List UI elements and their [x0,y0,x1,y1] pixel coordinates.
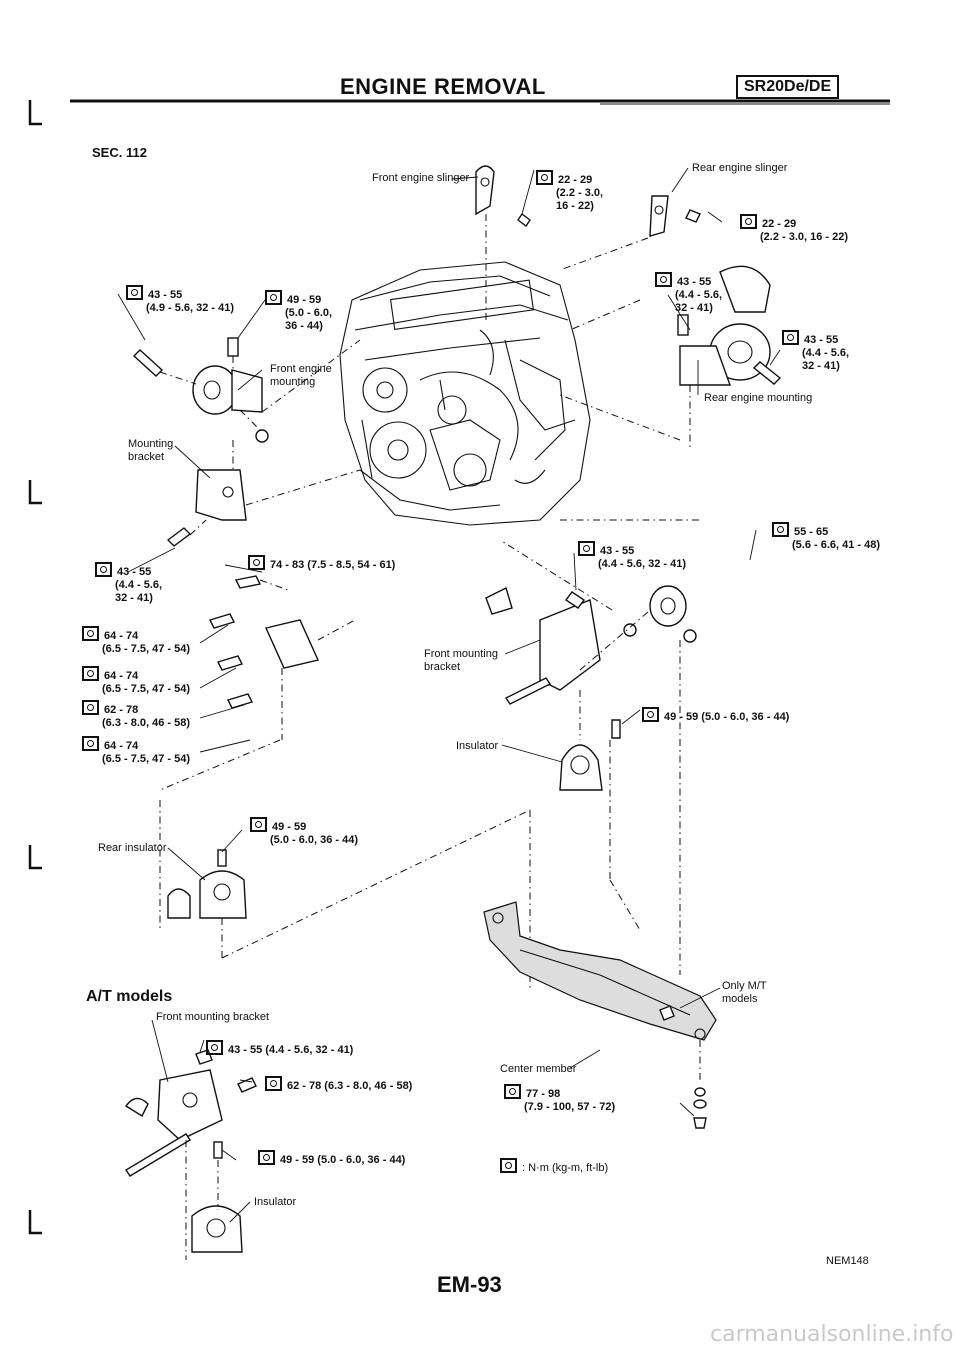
torque-callout: 77 - 98(7.9 - 100, 57 - 72) [504,1084,615,1114]
label-insulator-at: Insulator [254,1196,297,1208]
label-at-models: A/T models [86,988,173,1005]
page-number: EM-93 [437,1272,502,1297]
torque-wrench-icon [265,1076,282,1091]
torque-callout: 62 - 78(6.3 - 8.0, 46 - 58) [82,700,190,730]
page-title: ENGINE REMOVAL [340,74,546,99]
mt-bolt-stack [693,1087,707,1129]
label-insulator: Insulator [456,740,499,752]
torque-callout: 55 - 65(5.6 - 6.6, 41 - 48) [772,522,880,552]
torque-wrench-icon [126,285,143,300]
torque-wrench-icon [642,707,659,722]
torque-callout: 43 - 55 (4.4 - 5.6, 32 - 41) [206,1040,353,1057]
torque-wrench-icon [248,555,265,570]
torque-wrench-icon [500,1158,517,1173]
torque-wrench-icon [772,522,789,537]
engine-block [339,261,591,526]
torque-wrench-icon [82,666,99,681]
binder-marks [28,100,42,1235]
torque-wrench-icon [740,214,757,229]
torque-callout: 64 - 74(6.5 - 7.5, 47 - 54) [82,666,190,696]
torque-wrench-icon [95,562,112,577]
torque-legend: : N·m (kg-m, ft-lb) [500,1158,608,1175]
label-rear-engine-slinger: Rear engine slinger [692,162,788,174]
torque-wrench-icon [82,736,99,751]
leader-lines [117,167,781,1223]
label-front-mounting-bracket-at: Front mounting bracket [156,1011,270,1023]
front-engine-slinger [475,165,531,320]
torque-callout: 74 - 83 (7.5 - 8.5, 54 - 61) [248,555,395,572]
torque-wrench-icon [578,541,595,556]
torque-wrench-icon [82,700,99,715]
torque-callout: 43 - 55(4.4 - 5.6,32 - 41) [782,330,849,373]
torque-callout: 22 - 29(2.2 - 3.0, 16 - 22) [740,214,848,244]
label-rear-engine-mounting: Rear engine mounting [704,392,813,404]
torque-wrench-icon [782,330,799,345]
torque-callout: 43 - 55(4.4 - 5.6, 32 - 41) [578,541,686,571]
watermark: carmanualsonline.info [710,1322,954,1347]
torque-callout: 22 - 29(2.2 - 3.0,16 - 22) [536,170,603,213]
torque-callout: 43 - 55(4.4 - 5.6,32 - 41) [655,272,722,315]
at-bracket-stack [159,575,356,791]
torque-wrench-icon [536,170,553,185]
torque-wrench-icon [250,817,267,832]
label-front-engine-slinger: Front engine slinger [372,172,470,184]
torque-callout: 49 - 59 (5.0 - 6.0, 36 - 44) [642,707,789,724]
torque-wrench-icon [206,1040,223,1055]
engine-code-badge: SR20De/DE [736,75,840,99]
section-number: SEC. 112 [92,145,147,160]
torque-callout: 43 - 55(4.9 - 5.6, 32 - 41) [126,285,234,315]
front-engine-mounting [132,337,361,443]
torque-callout: 62 - 78 (6.3 - 8.0, 46 - 58) [265,1076,412,1093]
torque-callout: 49 - 59(5.0 - 6.0, 36 - 44) [250,817,358,847]
torque-wrench-icon [82,626,99,641]
center-member [483,879,717,1080]
torque-wrench-icon [504,1084,521,1099]
rear-insulator [159,800,531,959]
torque-callout: 64 - 74(6.5 - 7.5, 47 - 54) [82,736,190,766]
front-mounting-bracket [485,519,700,975]
torque-callout: 49 - 59 (5.0 - 6.0, 36 - 44) [258,1150,405,1167]
insulator-right [504,677,611,990]
figure-code: NEM148 [826,1255,869,1267]
torque-callout: 49 - 59(5.0 - 6.0,36 - 44) [265,290,332,333]
at-models-assembly [124,1049,257,1260]
mounting-bracket [166,440,361,547]
label-rear-insulator: Rear insulator [98,842,167,854]
torque-callout: 43 - 55(4.4 - 5.6,32 - 41) [95,562,162,605]
rear-engine-slinger [559,195,701,271]
torque-wrench-icon [258,1150,275,1165]
label-center-member: Center member [500,1063,577,1075]
rear-engine-mounting [559,265,782,450]
torque-wrench-icon [655,272,672,287]
torque-callout: 64 - 74(6.5 - 7.5, 47 - 54) [82,626,190,656]
torque-wrench-icon [265,290,282,305]
